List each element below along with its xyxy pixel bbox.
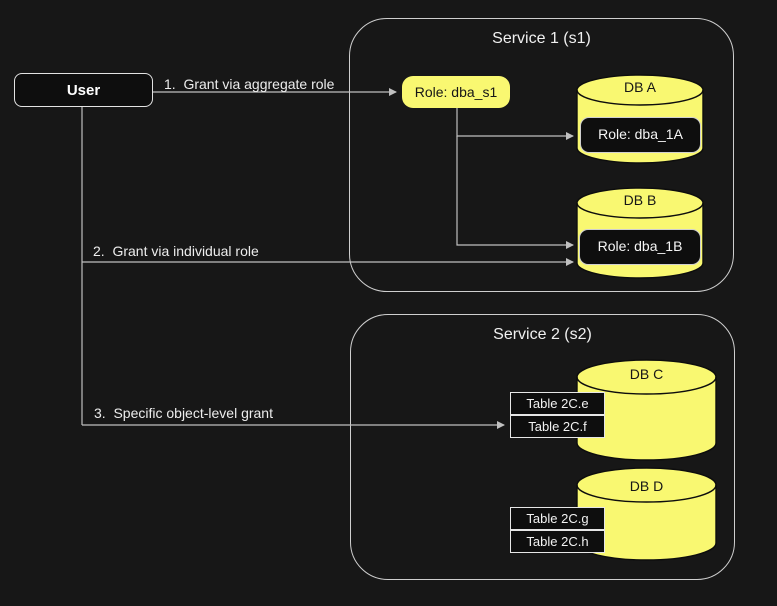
- table-2c-e-node: Table 2C.e: [510, 392, 605, 415]
- service2-title: Service 2 (s2): [493, 326, 592, 343]
- user-node: User: [14, 73, 153, 107]
- db-a-cylinder-top-edge: [576, 89, 704, 106]
- db-b-cylinder-top-edge: [576, 202, 704, 219]
- db-a-label: DB A: [624, 79, 656, 95]
- role-dba-1a-node: Role: dba_1A: [580, 117, 701, 153]
- db-c-label: DB C: [629, 366, 664, 382]
- service1-container: Service 1 (s1): [349, 18, 734, 292]
- db-b-label: DB B: [623, 192, 657, 208]
- table-2c-g-node: Table 2C.g: [510, 507, 605, 530]
- db-c-cylinder: [576, 359, 717, 461]
- role-dba-1b-node: Role: dba_1B: [579, 229, 701, 265]
- service2-container: Service 2 (s2): [350, 314, 735, 580]
- service1-title: Service 1 (s1): [492, 30, 591, 47]
- db-d-cylinder: [576, 467, 717, 561]
- edge-label-grant2: 2. Grant via individual role: [93, 243, 259, 259]
- edge-role-s1-to-dba-1b: [456, 136, 574, 249]
- edge-role-s1-to-dba-1a: [456, 108, 574, 140]
- db-d-label: DB D: [629, 478, 664, 494]
- db-c-cylinder-top-edge: [576, 376, 717, 395]
- db-d-cylinder-top-edge: [576, 484, 717, 503]
- edge-label-grant3: 3. Specific object-level grant: [94, 405, 273, 421]
- table-2c-h-node: Table 2C.h: [510, 530, 605, 553]
- edge-label-grant1: 1. Grant via aggregate role: [164, 76, 335, 92]
- table-2c-f-node: Table 2C.f: [510, 415, 605, 438]
- role-dba-s1-node: Role: dba_s1: [402, 76, 510, 108]
